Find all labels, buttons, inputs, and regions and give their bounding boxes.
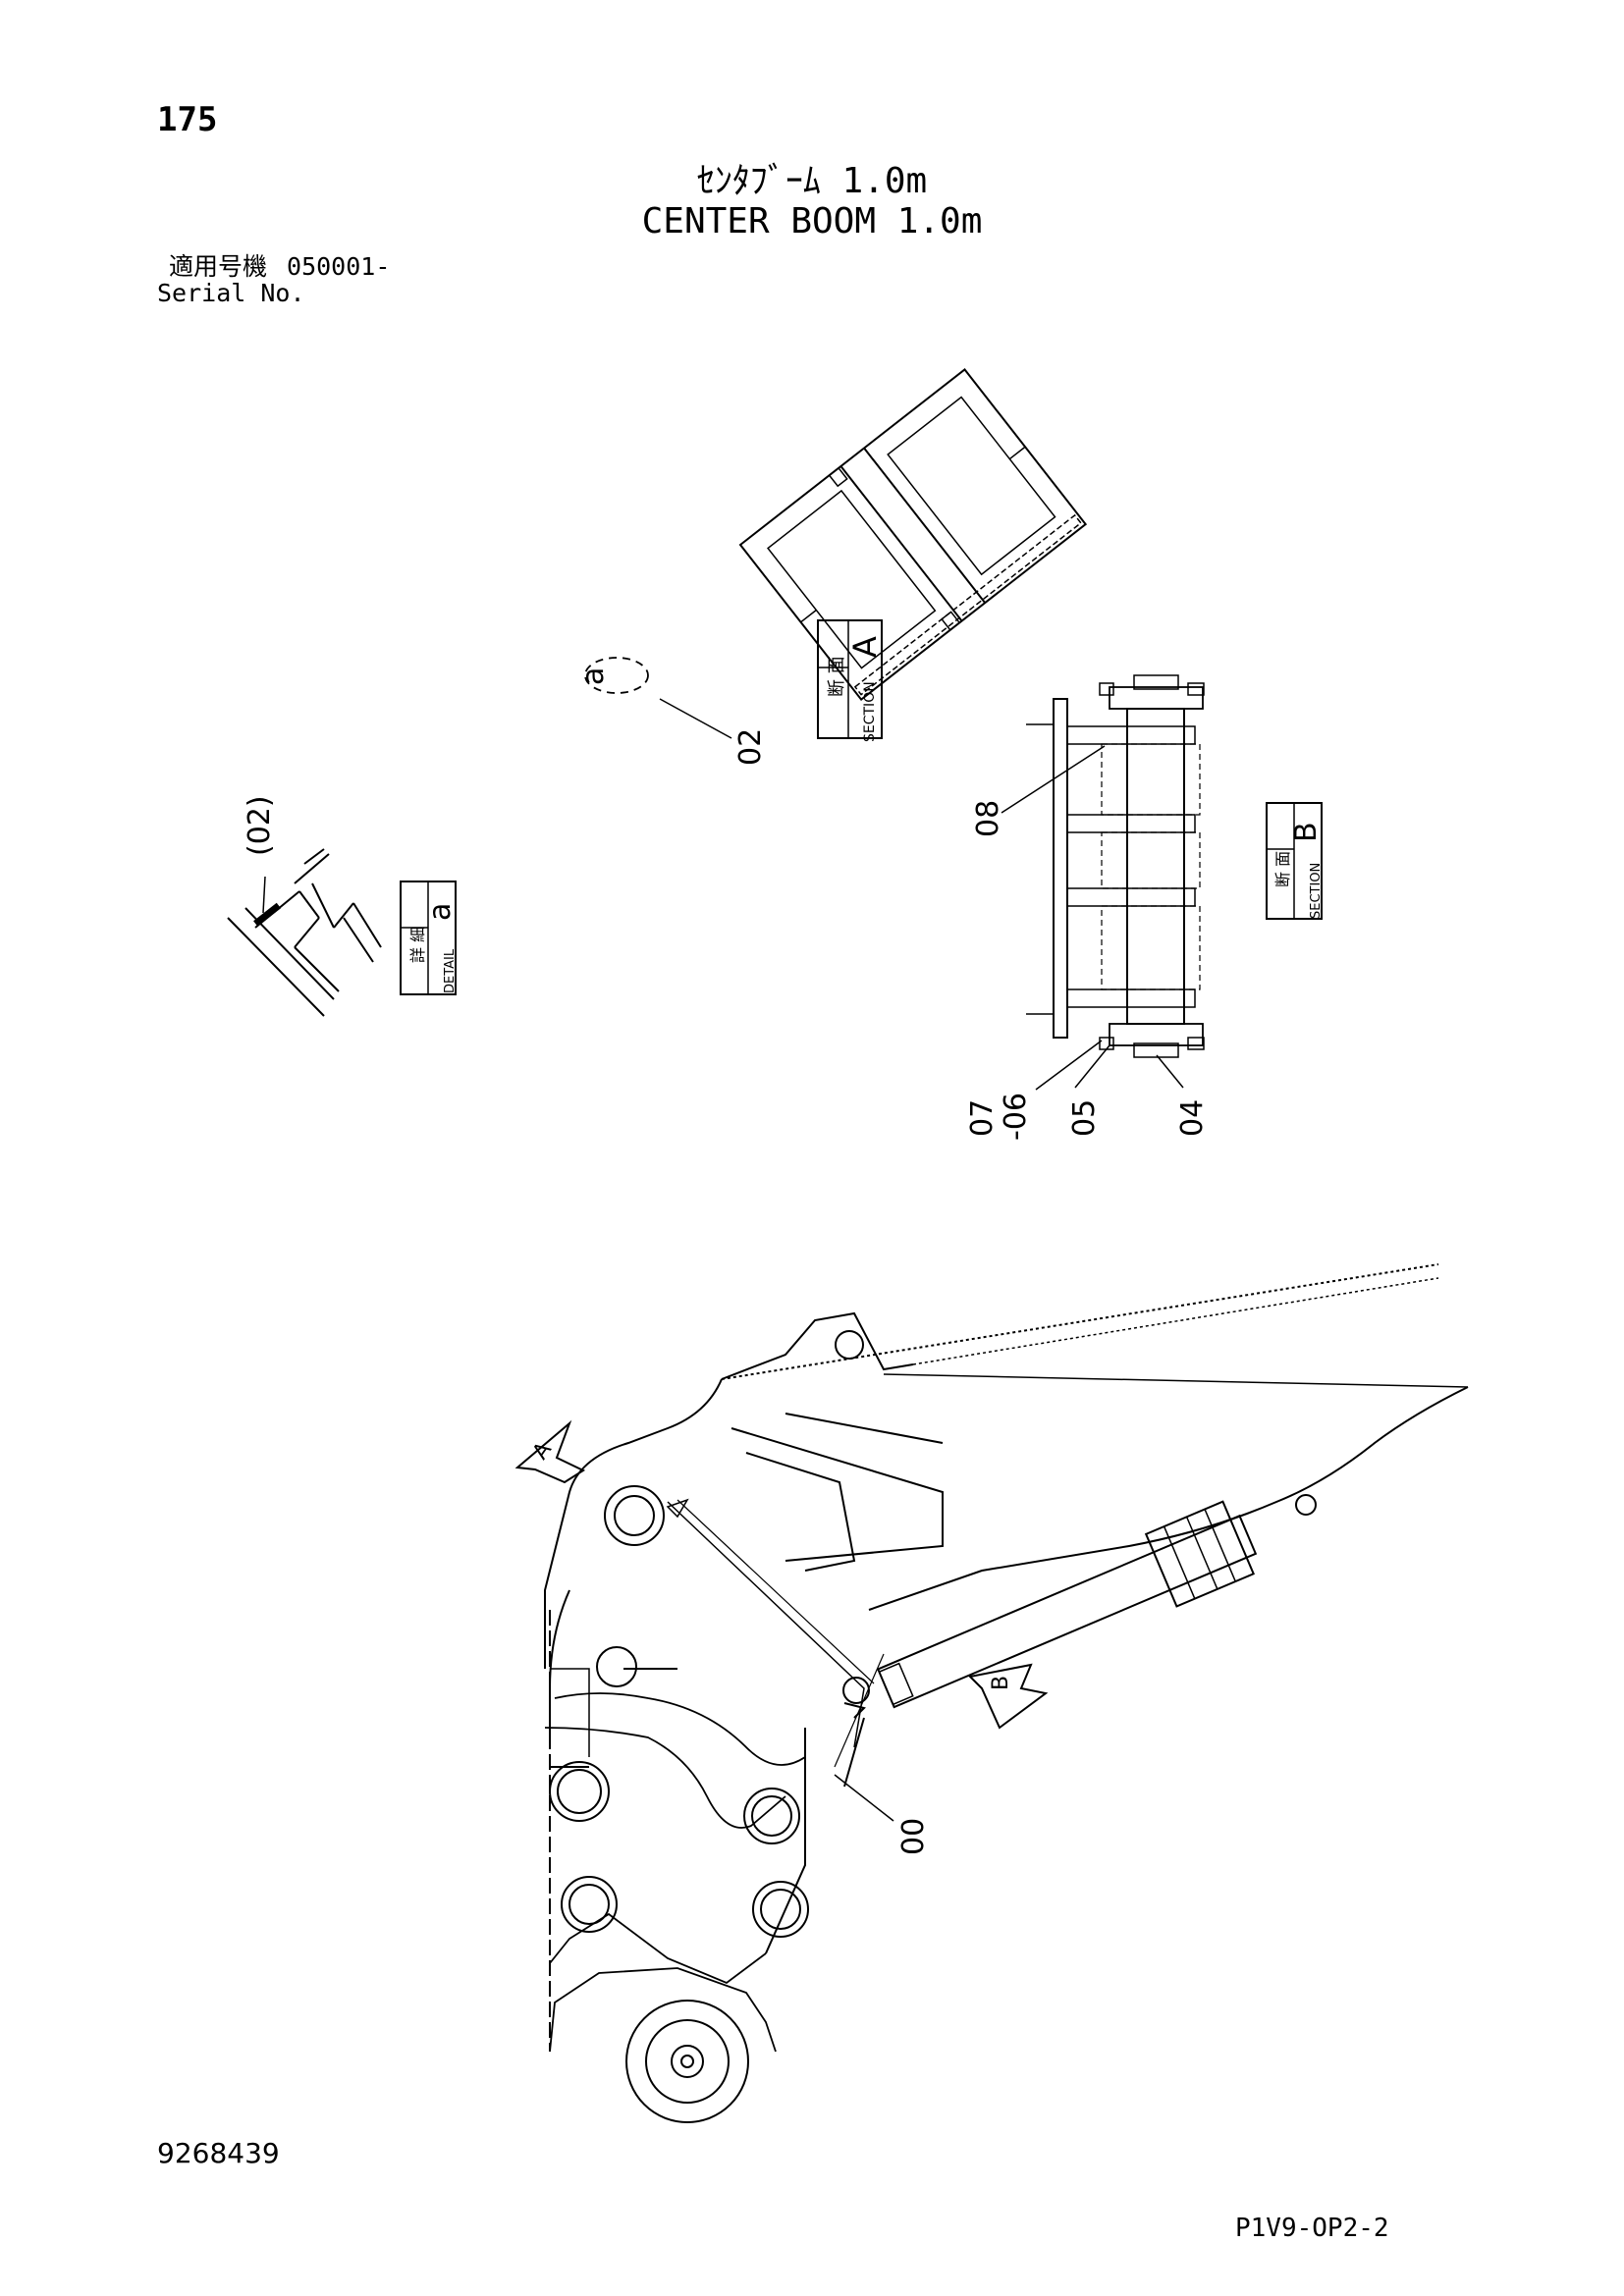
section-b-tag-en: SECTION — [1309, 863, 1324, 919]
section-b-callout-06: -06 — [999, 1093, 1033, 1141]
section-a-detail-marker: a — [576, 667, 611, 685]
serial-block: 適用号機 050001- Serial No. — [157, 253, 390, 306]
section-a-tag-jp: 断 面 — [827, 656, 847, 697]
detail-a-tag: 詳 細 DETAIL a — [400, 881, 458, 995]
view-arrow-b: B — [967, 1663, 1049, 1730]
section-a-view: a 02 — [576, 368, 1088, 766]
main-boom-view: A B 00 — [514, 1263, 1469, 2123]
section-b-tag: 断 面 SECTION B — [1266, 802, 1324, 920]
view-arrow-a: A — [514, 1419, 586, 1484]
section-b-letter: B — [1289, 822, 1324, 842]
section-b-callout-04: 04 — [1175, 1099, 1210, 1137]
page-number: 175 — [157, 100, 218, 139]
section-a-tag-en: SECTION — [862, 681, 878, 742]
title-english: CENTER BOOM 1.0m — [641, 201, 983, 241]
sheet-code: P1V9-OP2-2 — [1235, 2214, 1389, 2243]
section-b-callout-08: 08 — [971, 800, 1005, 837]
section-b-callout-07: 07 — [965, 1099, 1000, 1137]
section-a-letter: A — [846, 636, 884, 658]
section-b-view: 08 07 -06 05 04 — [965, 674, 1210, 1141]
doc-number: 9268439 — [157, 2137, 280, 2169]
view-arrow-a-letter: A — [528, 1438, 557, 1465]
section-b-callout-05: 05 — [1067, 1099, 1102, 1137]
serial-value: 050001- — [287, 252, 391, 281]
detail-a-callout-02: (02) — [243, 795, 277, 856]
detail-a-tag-en: DETAIL — [443, 948, 458, 993]
view-arrow-b-letter: B — [989, 1676, 1013, 1690]
main-callout-00: 00 — [896, 1818, 931, 1855]
serial-label-jp: 適用号機 — [169, 252, 268, 281]
serial-label-en: Serial No. — [157, 279, 305, 307]
section-a-tag: 断 面 SECTION A — [817, 619, 884, 742]
title-japanese: ｾﾝﾀﾌﾞｰﾑ 1.0m — [696, 161, 928, 201]
section-a-callout-02: 02 — [733, 728, 768, 766]
section-b-tag-jp: 断 面 — [1273, 851, 1292, 887]
detail-a-letter: a — [423, 903, 458, 921]
detail-a-tag-jp: 詳 細 — [408, 927, 427, 963]
detail-a-view: (02) — [227, 795, 382, 1017]
